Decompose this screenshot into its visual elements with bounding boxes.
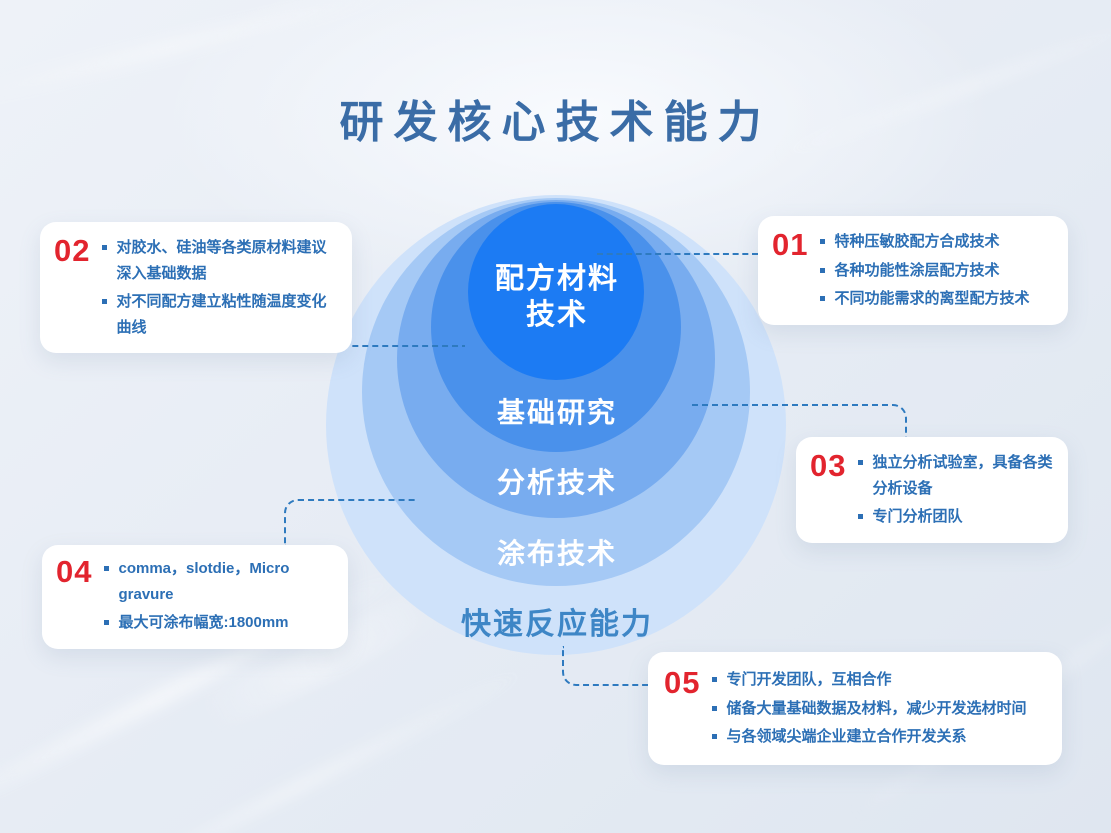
ring-label-formula-materials-tech: 配方材料技术 [494, 262, 619, 331]
callout-card-01: 01 特种压敏胶配方合成技术 各种功能性涂层配方技术 不同功能需求的离型配方技术 [758, 216, 1068, 325]
bullet-icon [104, 566, 110, 571]
callout-item-list: 独立分析试验室，具备各类分析设备 专门分析团队 [858, 447, 1054, 533]
callout-item-text: 与各领域尖端企业建立合作开发关系 [726, 728, 967, 745]
callout-number: 04 [56, 556, 92, 639]
bullet-icon [820, 239, 826, 244]
callout-item-text: comma，slotdie，Micro gravure [118, 560, 290, 603]
page-title: 研发核心技术能力 [339, 98, 772, 147]
callout-card-02: 02 对胶水、硅油等各类原材料建议深入基础数据 对不同配方建立粘性随温度变化曲线 [40, 222, 352, 353]
callout-item-list: 特种压敏胶配方合成技术 各种功能性涂层配方技术 不同功能需求的离型配方技术 [820, 226, 1030, 315]
callout-item: 专门开发团队，互相合作 [712, 667, 1026, 693]
bullet-icon [712, 705, 718, 711]
bullet-icon [820, 296, 826, 301]
bullet-icon [102, 245, 108, 250]
callout-item: 特种压敏胶配方合成技术 [820, 229, 1029, 255]
ring-label-coating-tech: 涂布技术 [496, 538, 618, 569]
callout-item-text: 特种压敏胶配方合成技术 [834, 233, 1000, 250]
callout-item: comma，slotdie，Micro gravure [104, 556, 334, 607]
callout-number: 03 [810, 450, 846, 533]
callout-number: 05 [664, 667, 700, 753]
callout-item-text: 对胶水、硅油等各类原材料建议深入基础数据 [116, 239, 327, 282]
callout-item: 不同功能需求的离型配方技术 [820, 286, 1030, 312]
callout-item-list: 专门开发团队，互相合作 储备大量基础数据及材料，减少开发选材时间 与各领域尖端企… [712, 664, 1027, 753]
connector-04 [284, 499, 417, 547]
bullet-icon [104, 620, 110, 625]
background-streak [65, 662, 535, 833]
callout-item-text: 专门分析团队 [872, 508, 963, 525]
callout-card-05: 05 专门开发团队，互相合作 储备大量基础数据及材料，减少开发选材时间 与各领域… [648, 652, 1062, 765]
callout-number: 02 [54, 235, 90, 343]
callout-item: 最大可涂布幅宽:1800mm [104, 610, 334, 636]
ring-formula-materials-tech [468, 204, 644, 380]
callout-item-list: comma，slotdie，Micro gravure 最大可涂布幅宽:1800… [104, 553, 334, 639]
connector-03 [692, 404, 907, 439]
connector-01 [597, 253, 758, 255]
callout-item-text: 储备大量基础数据及材料，减少开发选材时间 [726, 699, 1027, 717]
callout-item-text: 各种功能性涂层配方技术 [834, 261, 1000, 279]
callout-card-04: 04 comma，slotdie，Micro gravure 最大可涂布幅宽:1… [42, 545, 348, 649]
connector-05 [562, 646, 650, 686]
callout-item-list: 对胶水、硅油等各类原材料建议深入基础数据 对不同配方建立粘性随温度变化曲线 [102, 232, 338, 343]
callout-item: 对胶水、硅油等各类原材料建议深入基础数据 [102, 235, 338, 286]
callout-item-text: 最大可涂布幅宽:1800mm [118, 614, 289, 631]
callout-item: 储备大量基础数据及材料，减少开发选材时间 [712, 696, 1027, 722]
ring-label-analysis-tech: 分析技术 [496, 467, 618, 498]
bullet-icon [712, 677, 718, 682]
callout-item: 专门分析团队 [858, 504, 1054, 530]
callout-number: 01 [772, 229, 808, 315]
bullet-icon [102, 299, 108, 304]
callout-item-text: 专门开发团队，互相合作 [726, 671, 892, 688]
callout-item-text: 独立分析试验室，具备各类分析设备 [872, 454, 1053, 497]
bullet-icon [820, 267, 826, 273]
bullet-icon [712, 734, 718, 739]
ring-label-basic-research: 基础研究 [496, 397, 618, 428]
bullet-icon [858, 514, 864, 519]
callout-item: 各种功能性涂层配方技术 [820, 258, 1029, 284]
callout-item: 独立分析试验室，具备各类分析设备 [858, 450, 1054, 501]
callout-item: 与各领域尖端企业建立合作开发关系 [712, 724, 1026, 750]
callout-card-03: 03 独立分析试验室，具备各类分析设备 专门分析团队 [796, 437, 1068, 543]
ring-label-rapid-response: 快速反应能力 [461, 608, 653, 641]
callout-item-text: 对不同配方建立粘性随温度变化曲线 [116, 293, 327, 336]
callout-item: 对不同配方建立粘性随温度变化曲线 [102, 289, 338, 340]
callout-item-text: 不同功能需求的离型配方技术 [834, 290, 1030, 307]
bullet-icon [858, 460, 864, 465]
